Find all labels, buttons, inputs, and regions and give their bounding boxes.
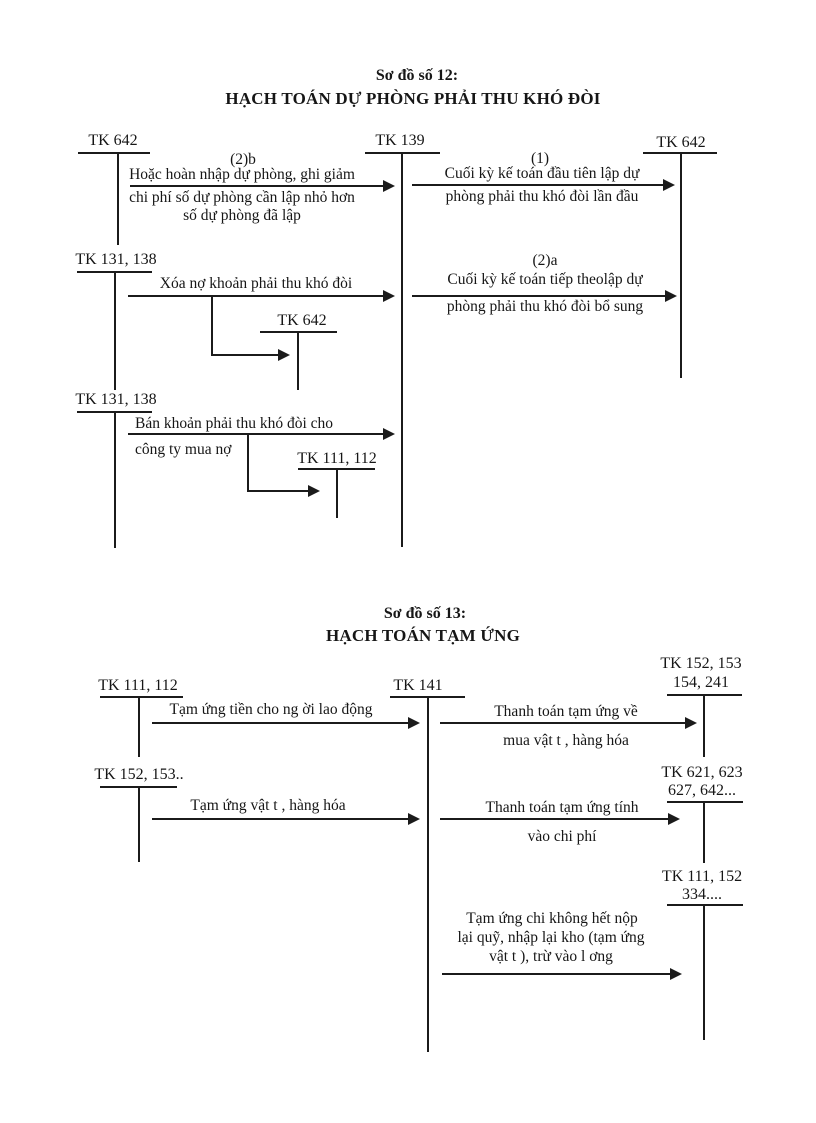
flow-2b-text-line3: số dự phòng đã lập bbox=[183, 207, 301, 224]
taccount-top-line bbox=[667, 904, 743, 906]
flow-hoannop-text-line2: lại quỹ, nhập lại kho (tạm ứng bbox=[457, 929, 645, 946]
flow-tt-tinh-arrow bbox=[440, 813, 680, 825]
flow-tamung-nld-text: Tạm ứng tiền cho ng ời lao động bbox=[169, 701, 373, 718]
diagram13-title-line1: Sơ đồ số 13: bbox=[383, 605, 467, 622]
diagram13-title-line2: HẠCH TOÁN TẠM ỨNG bbox=[325, 626, 521, 645]
account-label-tk642-right: TK 642 bbox=[656, 134, 706, 151]
account-label-tk642-left: TK 642 bbox=[88, 132, 138, 149]
branch-arrow-to-tk111-112 bbox=[247, 485, 320, 497]
taccount-stem bbox=[336, 468, 338, 518]
branch-arrow-to-tk642 bbox=[211, 349, 290, 361]
flow-2b-text-line2: chi phí số dự phòng cần lập nhỏ hơn bbox=[129, 189, 355, 206]
account-label-tk131-138-b: TK 131, 138 bbox=[75, 391, 157, 408]
flow-ban-arrow bbox=[128, 428, 395, 440]
taccount-stem bbox=[680, 152, 682, 378]
taccount-stem bbox=[114, 411, 116, 548]
taccount-stem bbox=[703, 904, 705, 1040]
account-label-tk139: TK 139 bbox=[375, 132, 425, 149]
taccount-stem bbox=[138, 696, 140, 757]
taccount-stem bbox=[117, 152, 119, 245]
taccount-top-line bbox=[78, 152, 150, 154]
flow-2a-label: (2)a bbox=[532, 252, 558, 269]
taccount-stem bbox=[427, 696, 429, 1052]
flow-ban-text-line1: Bán khoản phải thu khó đòi cho bbox=[135, 415, 334, 432]
branch-connector-vertical bbox=[247, 434, 249, 492]
flow-2a-text-line2: phòng phải thu khó đòi bổ sung bbox=[446, 298, 644, 315]
flow-1-arrow bbox=[412, 179, 675, 191]
account-label-tk111-152-line1: TK 111, 152 bbox=[661, 868, 743, 885]
account-label-tk152-153-line2: 154, 241 bbox=[673, 674, 729, 691]
flow-tamung-vattu-text: Tạm ứng vật t , hàng hóa bbox=[190, 797, 346, 814]
taccount-stem bbox=[401, 152, 403, 547]
flow-tt-ve-text-line2: mua vật t , hàng hóa bbox=[503, 732, 629, 749]
flow-tamung-nld-arrow bbox=[152, 717, 420, 729]
flow-1-label: (1) bbox=[530, 150, 550, 167]
flow-hoannop-text-line1: Tạm ứng chi không hết nộp bbox=[466, 910, 638, 927]
flow-tt-tinh-text-line1: Thanh toán tạm ứng tính bbox=[485, 799, 639, 816]
taccount-top-line bbox=[667, 801, 743, 803]
taccount-stem bbox=[703, 694, 705, 757]
account-label-tk131-138-a: TK 131, 138 bbox=[75, 251, 157, 268]
diagram12-title-line1: Sơ đồ số 12: bbox=[375, 67, 459, 84]
flow-xoano-arrow bbox=[128, 290, 395, 302]
branch-connector-vertical bbox=[211, 296, 213, 356]
flow-tt-ve-text-line1: Thanh toán tạm ứng về bbox=[494, 703, 638, 720]
flow-2a-text-line1: Cuối kỳ kế toán tiếp theolập dự bbox=[447, 271, 643, 288]
flow-2a-arrow bbox=[412, 290, 677, 302]
account-label-tk111-112: TK 111, 112 bbox=[98, 677, 178, 694]
taccount-stem bbox=[297, 331, 299, 390]
flow-tt-tinh-text-line2: vào chi phí bbox=[527, 828, 597, 845]
flow-2b-label: (2)b bbox=[230, 151, 256, 168]
account-label-tk152-153-line1: TK 152, 153 bbox=[660, 655, 742, 672]
account-label-tk152-153dd: TK 152, 153.. bbox=[94, 766, 184, 783]
taccount-stem bbox=[703, 801, 705, 863]
taccount-stem bbox=[114, 271, 116, 390]
account-label-tk621-line1: TK 621, 623 bbox=[661, 764, 743, 781]
account-label-tk141: TK 141 bbox=[393, 677, 443, 694]
taccount-stem bbox=[138, 786, 140, 862]
flow-hoannop-text-line3: vật t ), trừ vào l ơng bbox=[489, 948, 613, 965]
account-label-tk642-small: TK 642 bbox=[277, 312, 327, 329]
flow-2b-text-line1: Hoặc hoàn nhập dự phòng, ghi giảm bbox=[129, 166, 355, 183]
account-label-tk111-152-line2: 334.... bbox=[682, 886, 722, 903]
flow-1-text-line1: Cuối kỳ kế toán đầu tiên lập dự bbox=[444, 165, 640, 182]
diagram12-title-line2: HẠCH TOÁN DỰ PHÒNG PHẢI THU KHÓ ĐÒI bbox=[225, 89, 601, 108]
account-label-tk621-line2: 627, 642... bbox=[668, 782, 736, 799]
flow-1-text-line2: phòng phải thu khó đòi lần đầu bbox=[445, 188, 639, 205]
flow-ban-text-line2: công ty mua nợ bbox=[135, 441, 232, 458]
flow-tamung-vattu-arrow bbox=[152, 813, 420, 825]
flow-2b-arrow bbox=[130, 180, 395, 192]
account-label-tk111-112-small: TK 111, 112 bbox=[297, 450, 377, 467]
taccount-top-line bbox=[100, 696, 183, 698]
flow-xoano-text: Xóa nợ khoản phải thu khó đòi bbox=[159, 275, 353, 292]
flow-tt-ve-arrow bbox=[440, 717, 697, 729]
flow-hoannop-arrow bbox=[442, 968, 682, 980]
